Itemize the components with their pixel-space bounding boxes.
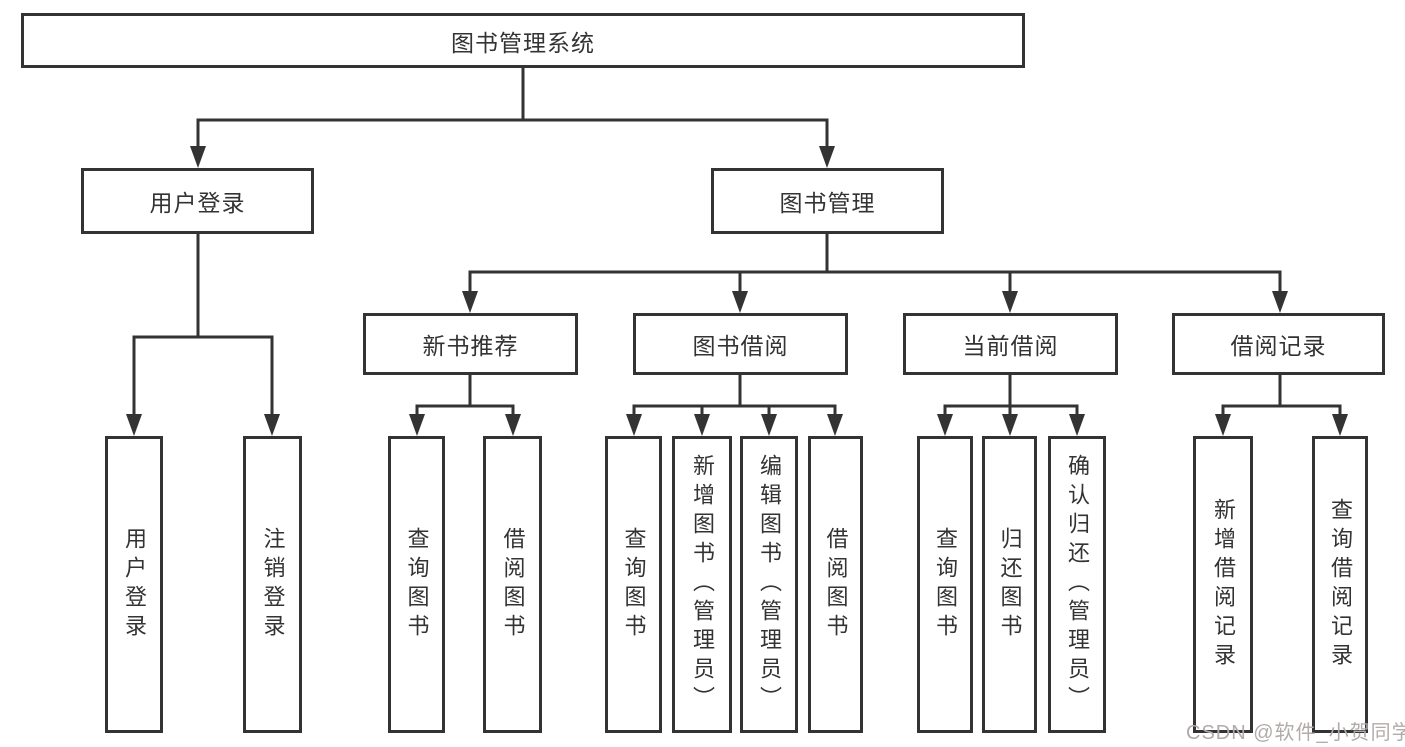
node-book-borrow: 图书借阅 xyxy=(633,313,848,375)
node-label: 图书管理 xyxy=(779,190,876,216)
leaf-logout: 注销登录 xyxy=(243,436,302,733)
connector-borrow-branch xyxy=(632,404,837,415)
arrow-down-icon xyxy=(937,414,953,436)
leaf-record-add: 新增借阅记录 xyxy=(1193,436,1253,733)
node-label: 查询图书 xyxy=(621,526,647,643)
leaf-current-query-books: 查询图书 xyxy=(917,436,973,733)
leaf-record-query: 查询借阅记录 xyxy=(1312,436,1368,733)
arrow-down-icon xyxy=(827,414,843,436)
connector-level2-branch xyxy=(196,118,829,147)
arrow-down-icon xyxy=(264,414,280,436)
arrow-down-icon xyxy=(1002,291,1018,313)
node-new-book-recommend: 新书推荐 xyxy=(363,313,578,375)
arrow-down-icon xyxy=(505,414,521,436)
connector-current-branch xyxy=(943,404,1079,415)
arrow-down-icon xyxy=(1069,414,1085,436)
connector-recommend-branch xyxy=(415,404,515,415)
node-label: 借阅图书 xyxy=(500,526,526,643)
leaf-recommend-borrow-books: 借阅图书 xyxy=(483,436,542,733)
arrow-down-icon xyxy=(732,291,748,313)
arrow-down-icon xyxy=(761,414,777,436)
leaf-current-return-books: 归还图书 xyxy=(982,436,1037,733)
node-label: 用户登录 xyxy=(149,190,246,216)
arrow-down-icon xyxy=(1002,414,1018,436)
arrow-down-icon xyxy=(409,414,425,436)
arrow-down-icon xyxy=(126,414,142,436)
arrow-down-icon xyxy=(694,414,710,436)
leaf-current-confirm-return-admin: 确认归还（管理员） xyxy=(1048,436,1106,733)
node-label: 用户登录 xyxy=(122,526,147,643)
node-label: 图书借阅 xyxy=(692,333,789,359)
node-label: 新增图书（管理员） xyxy=(690,454,715,715)
arrow-down-icon xyxy=(1215,414,1231,436)
arrow-down-icon xyxy=(462,291,478,313)
node-label: 借阅图书 xyxy=(823,526,849,643)
leaf-recommend-query-books: 查询图书 xyxy=(388,436,445,733)
node-label: 查询图书 xyxy=(933,526,958,643)
node-book-management: 图书管理 xyxy=(711,168,944,234)
leaf-user-login: 用户登录 xyxy=(105,436,163,733)
node-label: 查询图书 xyxy=(404,526,430,643)
node-label: 新增借阅记录 xyxy=(1211,497,1236,672)
node-label: 图书管理系统 xyxy=(451,29,595,56)
node-user-login: 用户登录 xyxy=(81,168,314,234)
arrow-down-icon xyxy=(1272,291,1288,313)
arrow-down-icon xyxy=(626,414,642,436)
node-label: 借阅记录 xyxy=(1230,333,1327,359)
node-library-management-system: 图书管理系统 xyxy=(21,13,1025,68)
leaf-borrow-edit-books-admin: 编辑图书（管理员） xyxy=(740,436,798,733)
connector-record-branch xyxy=(1221,404,1342,415)
node-label: 归还图书 xyxy=(997,526,1023,643)
leaf-borrow-query-books: 查询图书 xyxy=(605,436,662,733)
node-borrow-record: 借阅记录 xyxy=(1172,313,1385,375)
node-label: 编辑图书（管理员） xyxy=(757,454,782,715)
arrow-down-icon xyxy=(819,146,835,168)
node-label: 确认归还（管理员） xyxy=(1065,454,1090,715)
connector-user-login-branch xyxy=(132,335,274,415)
connector-book-mgmt-branch xyxy=(468,270,1282,292)
arrow-down-icon xyxy=(1332,414,1348,436)
node-current-borrow: 当前借阅 xyxy=(903,313,1118,375)
arrow-down-icon xyxy=(190,146,206,168)
node-label: 查询借阅记录 xyxy=(1328,497,1353,672)
watermark: CSDN @软件_小贺同学 xyxy=(1186,722,1405,744)
leaf-borrow-borrow-books: 借阅图书 xyxy=(808,436,863,733)
node-label: 当前借阅 xyxy=(962,333,1059,359)
leaf-borrow-add-books-admin: 新增图书（管理员） xyxy=(672,436,732,733)
node-label: 注销登录 xyxy=(260,526,286,643)
node-label: 新书推荐 xyxy=(422,333,519,359)
